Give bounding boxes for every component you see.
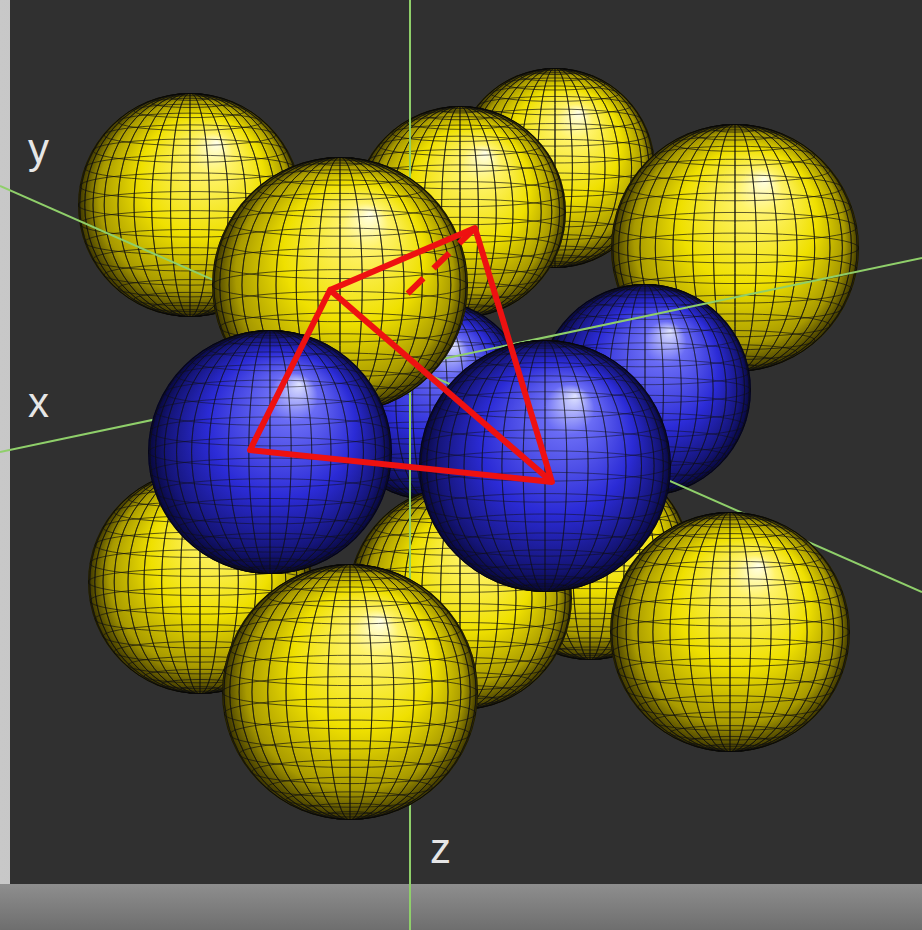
latitude-line: [224, 655, 476, 685]
longitude-line: [638, 512, 822, 752]
longitude-line: [306, 564, 394, 820]
latitude-line: [655, 146, 814, 165]
longitude-line: [653, 512, 807, 752]
latitude-line: [229, 210, 451, 237]
sphere-rim: [611, 513, 850, 752]
latitude-line: [239, 741, 461, 768]
longitude-line: [617, 512, 843, 752]
longitude-line: [328, 564, 372, 820]
longitude-line: [670, 512, 790, 752]
sphere-grid: [610, 512, 850, 752]
latitude-line: [214, 248, 466, 278]
longitude-line: [670, 512, 790, 752]
longitude-line: [230, 564, 471, 820]
sphere-body: [610, 512, 850, 752]
latitude-line: [93, 139, 287, 162]
longitude-line: [612, 512, 848, 752]
longitude-line: [689, 512, 771, 752]
longitude-line: [252, 564, 448, 820]
hidden-edge: [398, 228, 475, 303]
longitude-line: [190, 93, 191, 317]
longitude-line: [350, 564, 351, 820]
longitude-line: [730, 512, 731, 752]
latitude-line: [192, 352, 349, 371]
latitude-line: [436, 514, 654, 540]
longitude-line: [286, 564, 414, 820]
longitude-line: [286, 564, 414, 820]
front-spheres: [148, 157, 850, 820]
latitude-line: [392, 125, 528, 141]
latitude-line: [239, 617, 461, 644]
latitude-line: [230, 720, 471, 749]
latitude-line: [464, 550, 626, 569]
latitude-line: [653, 712, 807, 731]
axis-label: y: [28, 128, 49, 170]
yellow-sphere: [222, 564, 478, 820]
longitude-line: [709, 512, 751, 752]
sphere-grid: [222, 564, 478, 820]
longitude-line: [230, 564, 471, 820]
longitude-line: [328, 564, 372, 820]
latitude-line: [164, 380, 375, 405]
dark-ground: [10, 0, 922, 884]
longitude-line: [626, 512, 834, 752]
latitude-line: [268, 777, 433, 797]
longitude-line: [638, 512, 822, 752]
longitude-line: [306, 564, 394, 820]
latitude-line: [230, 635, 471, 664]
longitude-line: [224, 564, 476, 820]
latitude-line: [118, 113, 262, 130]
latitude-line: [150, 417, 390, 446]
tetrahedron: [250, 228, 552, 482]
longitude-line: [612, 512, 848, 752]
latitude-line: [612, 598, 848, 626]
longitude-line: [224, 564, 476, 820]
longitude-line: [239, 564, 461, 820]
tetrahedron-edges: [250, 228, 552, 482]
latitude-line: [164, 498, 375, 523]
latitude-line: [427, 410, 664, 438]
longitude-line: [617, 512, 843, 752]
sphere-rim: [223, 565, 478, 820]
longitude-line: [709, 512, 751, 752]
longitude-line: [239, 564, 461, 820]
longitude-line: [626, 512, 834, 752]
latitude-line: [436, 392, 654, 418]
longitude-line: [653, 512, 807, 752]
latitude-line: [258, 180, 423, 200]
longitude-line: [689, 512, 771, 752]
latitude-line: [618, 193, 851, 221]
latitude-line: [626, 561, 834, 586]
latitude-line: [626, 678, 834, 703]
latitude-line: [628, 175, 843, 201]
latitude-line: [464, 363, 626, 382]
axis-label: z: [430, 828, 451, 870]
longitude-line: [268, 564, 433, 820]
latitude-line: [368, 150, 552, 172]
sphere-body: [222, 564, 478, 820]
latitude-line: [192, 533, 349, 552]
latitude-line: [653, 534, 807, 553]
latitude-line: [427, 494, 664, 522]
longitude-line: [171, 93, 210, 317]
longitude-line: [171, 93, 210, 317]
latitude-line: [617, 579, 843, 606]
latitude-line: [85, 155, 295, 180]
latitude-line: [613, 212, 857, 241]
longitude-line: [252, 564, 448, 820]
longitude-line: [268, 564, 433, 820]
axis-label: x: [28, 382, 49, 424]
bottom-band: [0, 884, 922, 930]
yellow-sphere: [610, 512, 850, 752]
latitude-line: [268, 587, 433, 607]
